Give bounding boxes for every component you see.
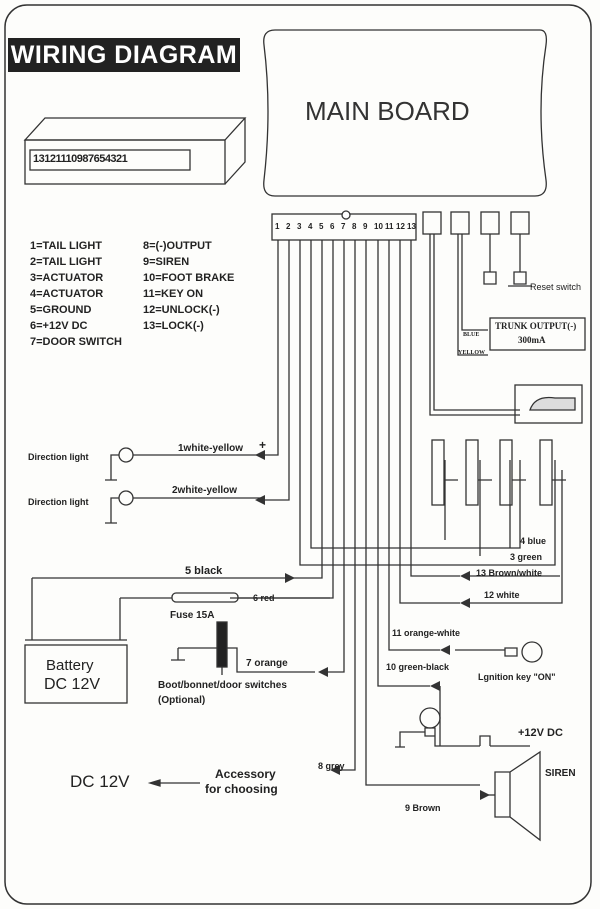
yellow-label: YELLOW [458,350,486,356]
siren-label: SIREN [545,768,576,779]
legend-item: 13=LOCK(-) [143,320,204,332]
accessory-label-2: for choosing [205,782,278,796]
plus-sign: + [259,438,267,452]
legend-item: 2=TAIL LIGHT [30,256,103,268]
page-title: WIRING DIAGRAM [8,38,240,72]
pin-11: 11 [385,222,394,231]
battery [24,577,330,704]
pin-2: 2 [286,222,291,231]
legend-item: 9=SIREN [143,256,190,268]
pin-13: 13 [407,222,416,231]
wire-label-10: 10 green-black [386,662,450,672]
main-board-shape [263,29,548,197]
wire-label-1: 1white-yellow [178,443,244,454]
wire-label-2: 2white-yellow [172,485,238,496]
direction-lights [105,447,262,524]
arrows [255,450,490,800]
reset-switch-label: Reset switch [530,282,582,292]
siren-shape [488,750,541,842]
direction-light-label: Direction light [28,452,89,462]
wire-label-13: 13 Brown/white [476,568,543,578]
pin-3: 3 [297,222,302,231]
legend-item: 11=KEY ON [143,288,204,300]
pin-10: 10 [374,222,383,231]
legend-item: 1=TAIL LIGHT [30,240,103,252]
connector-block [23,117,247,185]
wire-label-12: 12 white [484,590,520,600]
outer-border [4,4,592,905]
pin-7: 7 [341,222,346,231]
legend-item: 5=GROUND [30,304,92,316]
wire-label-6: 6 red [253,593,275,603]
pin-5: 5 [319,222,324,231]
trunk-output-box [489,317,586,351]
actuators [431,439,566,506]
legend-item: 3=ACTUATOR [30,272,104,284]
legend-item: 4=ACTUATOR [30,288,104,300]
main-board-label: MAIN BOARD [305,96,470,126]
pin-9: 9 [363,222,368,231]
battery-voltage: DC 12V [44,676,101,693]
direction-light-label: Direction light [28,497,89,507]
legend-item: 12=UNLOCK(-) [143,304,220,316]
dc12v-label: DC 12V [70,772,130,791]
door-switch [216,621,228,668]
wire-label-8: 8 grey [318,761,345,771]
wire-label-3: 3 green [510,552,543,562]
wire-label-4: 4 blue [520,536,547,546]
pin-6: 6 [330,222,335,231]
ignition-label: Lgnition key "ON" [478,672,556,682]
switches-optional: (Optional) [158,695,206,706]
trunk-rating: 300mA [518,335,546,345]
control-module-box [514,384,583,424]
legend-item: 7=DOOR SWITCH [30,336,122,348]
blue-label: BLUE [463,332,480,338]
accessory-label: Accessory [215,767,276,781]
wire-label-11: 11 orange-white [392,628,461,638]
wire-label-7: 7 orange [246,658,288,669]
pin-4: 4 [308,222,313,231]
wire-label-9: 9 Brown [405,803,441,813]
battery-label: Battery [46,657,94,674]
wire-label-5: 5 black [185,565,223,577]
pin-8: 8 [352,222,357,231]
switches-label: Boot/bonnet/door switches [158,680,287,691]
legend-item: 6=+12V DC [30,320,88,332]
pin-12: 12 [396,222,405,231]
pin-1: 1 [275,222,280,231]
small-connectors [422,211,532,416]
fuse-label: Fuse 15A [170,610,215,621]
legend-item: 10=FOOT BRAKE [143,272,235,284]
legend-item: 8=(-)OUTPUT [143,240,212,252]
fuse [171,592,239,603]
connector-numbers: 13121110987654321 [33,153,128,165]
trunk-output-label: TRUNK OUTPUT(-) [495,321,577,331]
ignition-key [521,641,543,663]
plus-12v-label: +12V DC [518,727,563,739]
